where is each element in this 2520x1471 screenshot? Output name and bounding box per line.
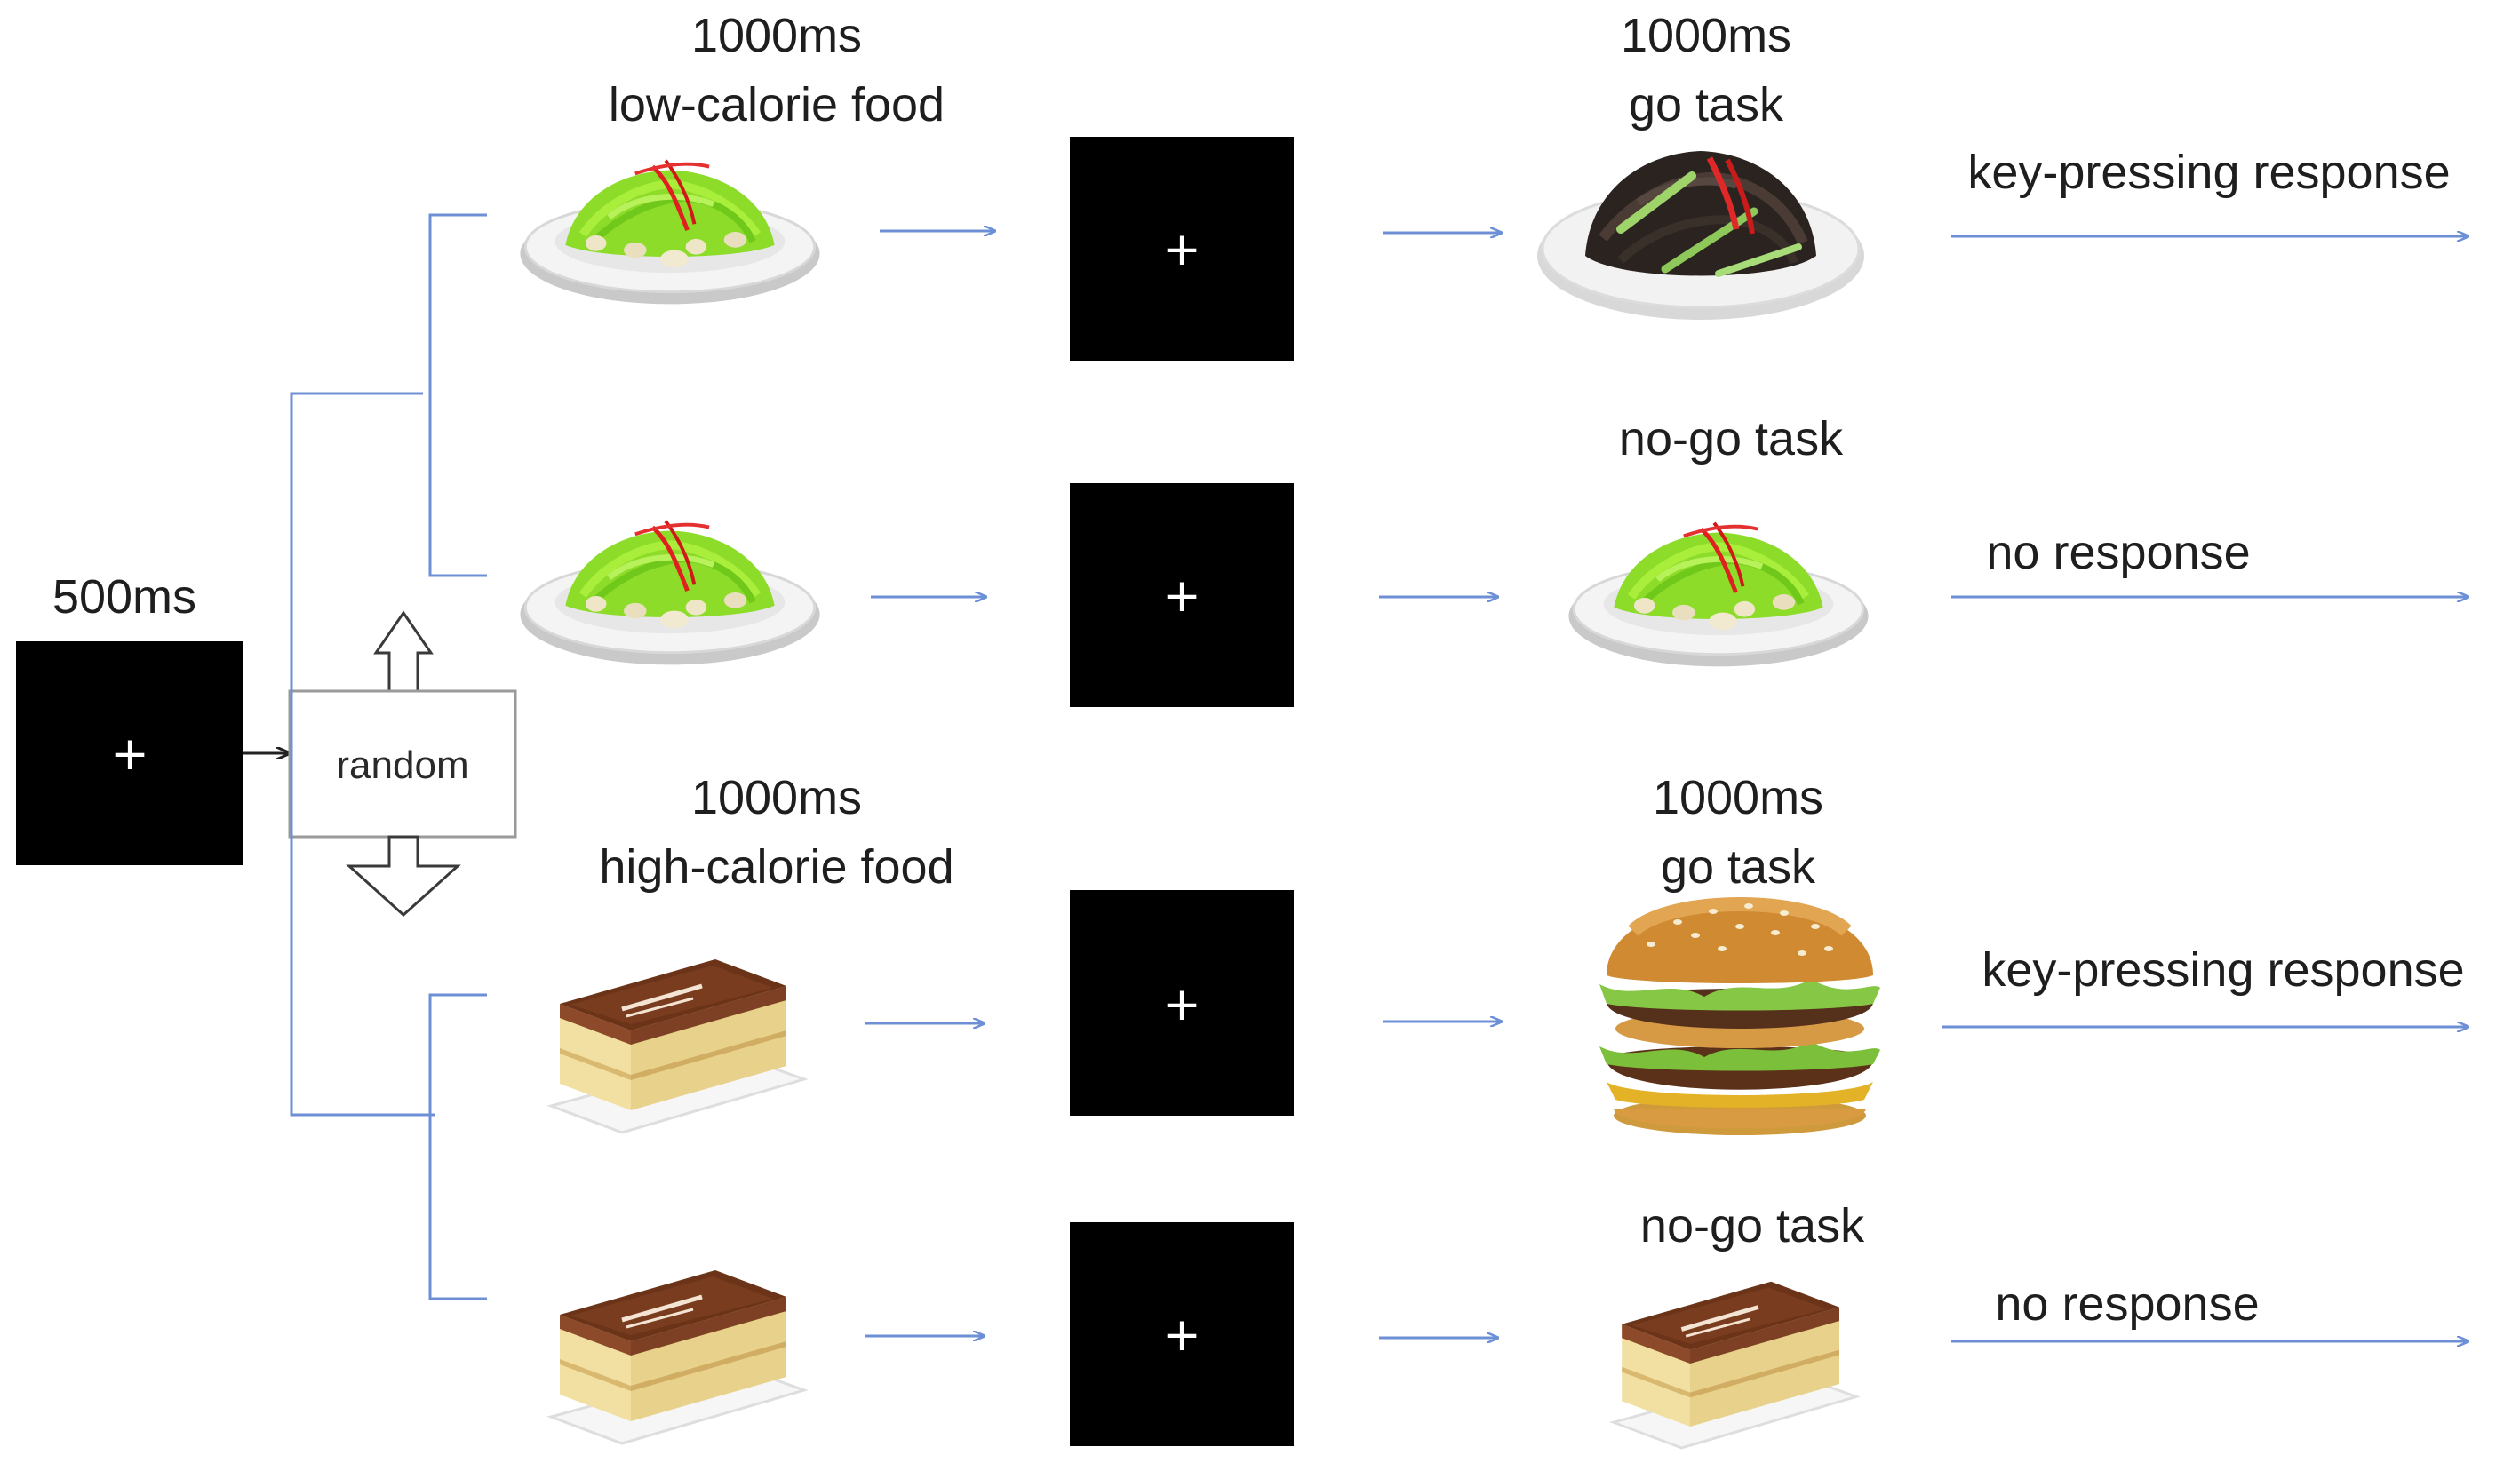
up-hollow-arrow-icon (373, 610, 434, 693)
target-food-burger (1599, 902, 1880, 1136)
low-calorie-duration: 1000ms (691, 9, 862, 62)
fixation-cross: + (1162, 569, 1201, 623)
fixation-screen (16, 641, 243, 865)
fixation-screen (1070, 1222, 1294, 1446)
high-calorie-label: high-calorie food (599, 840, 953, 894)
cue-food-cake-2 (551, 1270, 804, 1443)
task-duration-3: 1000ms (1653, 771, 1823, 824)
response-label-4: no response (1995, 1277, 2259, 1331)
fixation-screen (1070, 890, 1294, 1116)
low-calorie-label: low-calorie food (609, 78, 945, 131)
task-label-4: no-go task (1640, 1199, 1865, 1252)
target-food-fungus (1537, 151, 1864, 320)
random-label: random (336, 743, 468, 787)
high-calorie-duration: 1000ms (691, 771, 862, 824)
task-duration-1: 1000ms (1621, 9, 1791, 62)
target-food-salad (1568, 523, 1868, 667)
task-label-3: go task (1661, 840, 1816, 894)
fixation-duration: 500ms (52, 570, 196, 624)
response-label-1: key-pressing response (1967, 146, 2450, 199)
cue-food-cake-1 (551, 959, 804, 1133)
fixation-cross: + (1162, 978, 1201, 1031)
fixation-cross: + (1162, 1308, 1201, 1362)
task-label-1: go task (1629, 78, 1784, 131)
cue-food-salad-1 (520, 161, 819, 305)
down-hollow-arrow-icon (346, 835, 461, 918)
cue-food-salad-2 (520, 521, 819, 665)
fixation-screen (1070, 483, 1294, 707)
response-label-3: key-pressing response (1982, 943, 2464, 997)
fixation-screen (1070, 137, 1294, 361)
fixation-cross: + (1162, 223, 1201, 276)
random-box (288, 689, 517, 839)
branch-lines (290, 213, 487, 1300)
task-label-2: no-go task (1619, 412, 1844, 465)
response-label-2: no response (1986, 526, 2250, 579)
target-food-cake (1614, 1282, 1857, 1448)
fixation-cross: + (110, 728, 149, 781)
